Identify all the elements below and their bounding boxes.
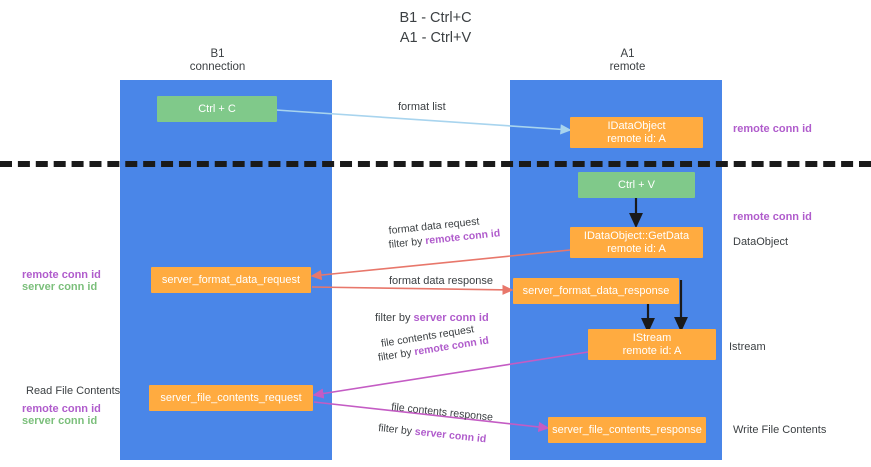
annotation-left-bottom-remote-conn-id: remote conn id — [22, 403, 101, 415]
node-server-format-data-request[interactable]: server_format_data_request — [151, 267, 311, 293]
section-divider — [0, 161, 871, 167]
connector-label-format-data-response-filter: filter by server conn id — [375, 299, 489, 325]
connector-label-format-data-response: format data response — [389, 275, 493, 287]
annotation-istream: Istream — [729, 341, 766, 353]
annotation-dataobject: DataObject — [733, 236, 789, 248]
node-idataobject[interactable]: IDataObject remote id: A — [570, 117, 703, 148]
node-ctrl-v[interactable]: Ctrl + V — [578, 172, 695, 198]
filter-prefix: filter by — [375, 312, 414, 324]
filter-prefix: filter by — [377, 421, 416, 438]
diagram-title: B1 - Ctrl+C A1 - Ctrl+V — [399, 10, 472, 46]
lane-header-b1: B1 connection — [189, 48, 246, 73]
annotation-right-remote-conn-id-mid: remote conn id — [733, 211, 812, 223]
connector-label-format-list: format list — [398, 101, 446, 113]
filter-value-server-conn-id: server conn id — [413, 312, 489, 324]
node-ctrl-c[interactable]: Ctrl + C — [157, 96, 277, 122]
annotation-right-remote-conn-id-top: remote conn id — [733, 123, 812, 135]
node-server-format-data-response[interactable]: server_format_data_response — [513, 278, 679, 304]
node-idataobject-getdata[interactable]: IDataObject::GetData remote id: A — [570, 227, 703, 258]
connector-label-file-contents-response: file contents response — [390, 400, 494, 424]
filter-prefix: filter by — [388, 235, 426, 251]
annotation-write-file-contents: Write File Contents — [733, 424, 827, 436]
node-server-file-contents-request[interactable]: server_file_contents_request — [149, 385, 313, 411]
annotation-read-file-contents: Read File Contents — [26, 385, 121, 397]
node-server-file-contents-response[interactable]: server_file_contents_response — [548, 417, 706, 443]
node-istream[interactable]: IStream remote id: A — [588, 329, 716, 360]
connector-label-file-contents-response-filter: filter by server conn id — [378, 421, 487, 446]
annotation-left-remote-conn-id: remote conn id — [22, 269, 101, 281]
filter-value-server-conn-id: server conn id — [414, 425, 487, 446]
annotation-left-bottom-server-conn-id: server conn id — [22, 415, 98, 427]
annotation-left-server-conn-id: server conn id — [22, 281, 98, 293]
lane-header-a1: A1 remote — [609, 48, 646, 73]
